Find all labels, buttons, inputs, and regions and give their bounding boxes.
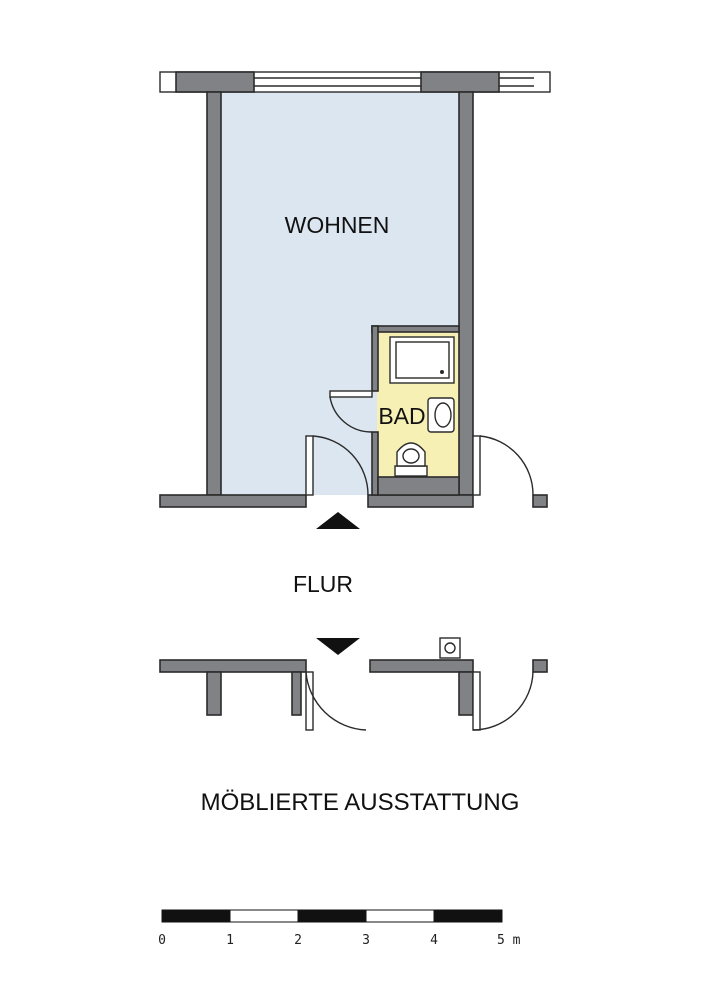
corridor-wall-right-stub — [532, 659, 548, 673]
door-corridor-left — [305, 671, 367, 731]
scale-tick-label: 1 — [226, 933, 234, 948]
doors — [305, 390, 534, 731]
room-label-bad: BAD — [378, 403, 425, 429]
scale-segment — [161, 909, 231, 923]
door-right-upper — [472, 435, 534, 496]
corridor-wall-left-post-1 — [206, 671, 222, 716]
scale-tick-label: 3 — [362, 933, 370, 948]
door-wohnen — [305, 435, 369, 496]
bad-wall-left-lower — [371, 431, 379, 496]
scale-tick-label: 4 — [430, 933, 438, 948]
corridor-wall-left-post-2 — [291, 671, 302, 716]
scale-bar: 0 1 2 3 4 5 m — [158, 909, 521, 948]
scale-tick-label: 0 — [158, 933, 166, 948]
scale-segment — [229, 909, 299, 923]
corridor-wall-middle-post — [458, 671, 474, 716]
room-label-flur: FLUR — [293, 571, 353, 597]
arrow-up-icon — [316, 512, 360, 529]
scale-segment — [433, 909, 503, 923]
wall-left — [206, 91, 222, 496]
toilet-icon — [394, 442, 428, 477]
walls — [159, 91, 548, 716]
scale-tick-label: 2 — [294, 933, 302, 948]
bad-wall-bottom — [377, 476, 460, 496]
wall-right — [458, 91, 474, 496]
top-window-wall — [159, 71, 551, 93]
scale-segment — [365, 909, 435, 923]
bad-wall-left — [371, 325, 379, 392]
wall-lower-middle — [367, 494, 474, 508]
shower-tray-icon — [389, 336, 455, 384]
scale-tick-label: 5 m — [497, 933, 521, 948]
meter-box-icon — [439, 637, 461, 659]
bad-wall-top — [371, 325, 460, 333]
corridor-wall-left — [159, 659, 307, 673]
arrow-down-icon — [316, 638, 360, 655]
door-bad — [329, 390, 373, 433]
plan-title: MÖBLIERTE AUSSTATTUNG — [201, 789, 520, 816]
room-label-wohnen: WOHNEN — [285, 212, 390, 238]
door-corridor-right — [472, 671, 534, 731]
wall-lower-right-stub — [532, 494, 548, 508]
corridor-wall-middle — [369, 659, 474, 673]
bathroom-fixtures — [389, 336, 455, 477]
washbasin-icon — [427, 397, 455, 433]
wall-lower-left — [159, 494, 307, 508]
scale-segment — [297, 909, 367, 923]
